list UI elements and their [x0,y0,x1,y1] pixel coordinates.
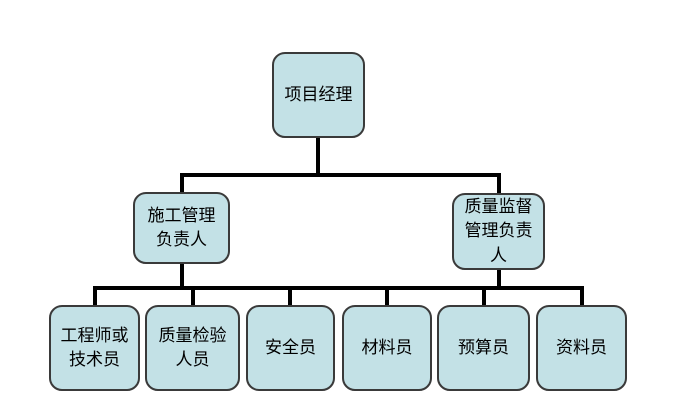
connector-child1-drop [93,286,97,307]
org-node-quality-supervision-manager: 质量监督管理负责人 [452,193,545,270]
org-node-budget-officer: 预算员 [437,305,530,391]
connector-child6-drop [580,286,584,307]
connector-child5-drop [482,286,486,307]
org-node-material-officer: 材料员 [342,305,432,391]
connector-level2-hbar [93,286,584,290]
org-node-label: 质量监督管理负责人 [464,197,533,265]
org-node-label: 资料员 [556,337,607,357]
org-node-quality-inspector: 质量检验人员 [145,305,240,391]
connector-right-branch-stem [497,268,501,290]
org-node-label: 材料员 [361,337,413,357]
connector-root-stem [316,136,320,177]
org-node-label: 项目经理 [284,84,353,104]
org-node-safety-officer: 安全员 [246,305,335,391]
org-node-engineer-or-technician: 工程师或技术员 [49,305,140,391]
org-node-label: 预算员 [458,337,509,357]
org-node-label: 施工管理负责人 [147,205,216,249]
connector-child3-drop [288,286,292,307]
connector-child2-drop [191,286,195,307]
org-node-label: 质量检验人员 [158,325,227,369]
org-node-project-manager: 项目经理 [272,52,365,138]
org-node-label: 工程师或技术员 [60,325,129,369]
org-node-label: 安全员 [265,337,316,357]
connector-right-branch-drop [497,173,501,195]
connector-left-branch-stem [180,262,184,290]
org-node-document-officer: 资料员 [536,305,627,391]
connector-left-branch-drop [180,173,184,194]
connector-level1-hbar [180,173,501,177]
org-node-construction-manager: 施工管理负责人 [133,192,230,264]
connector-child4-drop [385,286,389,307]
